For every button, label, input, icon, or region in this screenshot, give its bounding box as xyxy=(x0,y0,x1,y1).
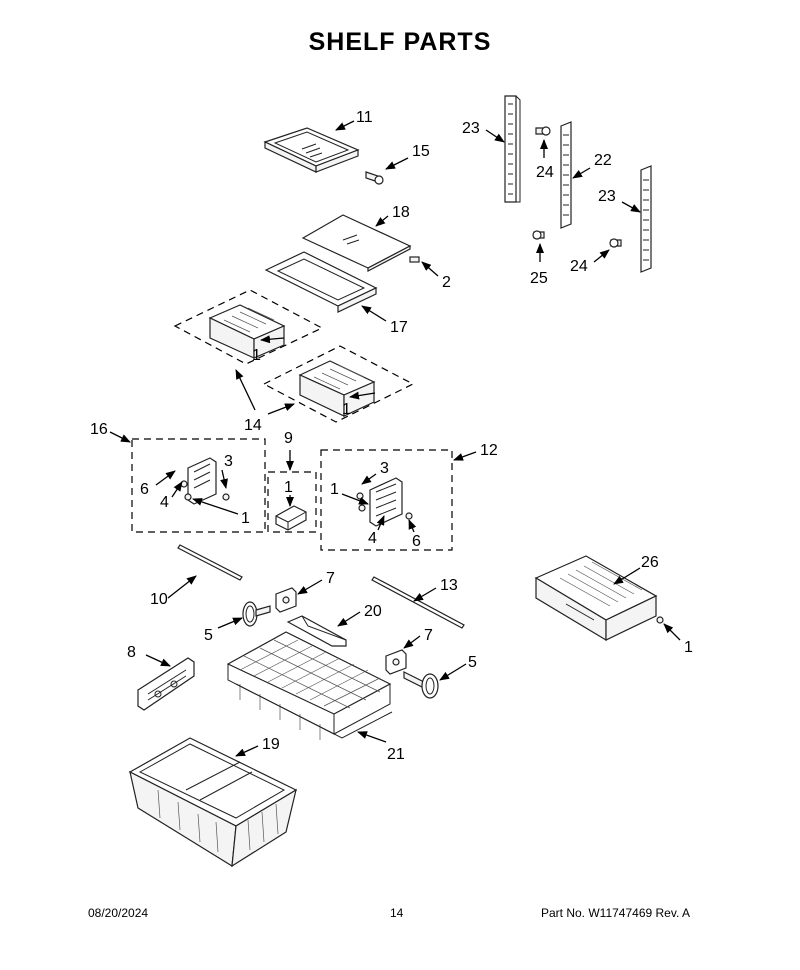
callout-10: 10 xyxy=(150,591,168,608)
callout-25: 25 xyxy=(530,270,548,287)
part-11-shelf-assembly xyxy=(263,127,360,173)
callout-20: 20 xyxy=(364,603,382,620)
part-19-storage-bin xyxy=(128,737,298,868)
callout-9: 9 xyxy=(284,430,293,447)
part-7-bracket-upper xyxy=(275,587,297,613)
callout-11: 11 xyxy=(356,109,373,126)
part-2-end-cap xyxy=(409,256,420,263)
part-5-gear-right xyxy=(403,671,439,699)
group-16-box xyxy=(131,438,266,533)
part-14-bin-left xyxy=(173,289,324,365)
callout-2: 2 xyxy=(442,274,451,291)
callout-22: 22 xyxy=(594,152,612,169)
callout-19: 19 xyxy=(262,736,280,753)
callout-13: 13 xyxy=(440,577,458,594)
callout-23a: 23 xyxy=(462,120,480,137)
callout-18: 18 xyxy=(392,204,410,221)
callout-14: 14 xyxy=(244,417,262,434)
callout-1f: 1 xyxy=(684,639,693,656)
part-17-shelf-frame xyxy=(264,251,378,313)
part-23-rail-right xyxy=(640,165,652,273)
footer-part-number: Part No. W11747469 Rev. A xyxy=(541,906,690,920)
callout-7b: 7 xyxy=(424,627,433,644)
part-23-rail-left xyxy=(504,95,521,203)
callout-1c: 1 xyxy=(241,510,250,527)
callout-3a: 3 xyxy=(224,453,233,470)
part-14-bin-right xyxy=(262,345,415,423)
callout-26: 26 xyxy=(641,554,659,571)
callout-4a: 4 xyxy=(160,494,169,511)
callout-1a: 1 xyxy=(252,347,261,364)
callout-1b: 1 xyxy=(342,401,351,418)
part-5-gear-left xyxy=(242,601,271,627)
callout-6b: 6 xyxy=(412,533,421,550)
part-12-bracket xyxy=(356,477,413,527)
callout-5a: 5 xyxy=(204,627,213,644)
footer-date: 08/20/2024 xyxy=(88,906,149,920)
part-18-glass-panel xyxy=(301,214,412,272)
part-21-wire-basket xyxy=(226,631,393,740)
callout-1d: 1 xyxy=(284,479,293,496)
callout-5b: 5 xyxy=(468,654,477,671)
callout-24a: 24 xyxy=(536,164,554,181)
part-22-rail-middle xyxy=(560,121,572,229)
part-26-drawer xyxy=(534,555,658,642)
part-24-screw-top xyxy=(535,126,551,136)
callout-1e: 1 xyxy=(330,481,339,498)
part-24-screw-bottom xyxy=(609,238,622,248)
callout-3b: 3 xyxy=(380,460,389,477)
callout-21: 21 xyxy=(387,746,405,763)
part-13-rod xyxy=(371,576,465,629)
callout-17: 17 xyxy=(390,319,408,336)
part-10-rod xyxy=(177,544,243,581)
callout-6a: 6 xyxy=(140,481,149,498)
part-7-bracket-lower xyxy=(385,649,407,675)
callout-15: 15 xyxy=(412,143,430,160)
callout-24b: 24 xyxy=(570,258,588,275)
part-8-end-bracket xyxy=(137,657,195,711)
callout-16: 16 xyxy=(90,421,108,438)
footer-page-number: 14 xyxy=(390,906,404,920)
callout-4b: 4 xyxy=(368,530,377,547)
page-title: SHELF PARTS xyxy=(308,28,492,56)
part-20-slide xyxy=(286,615,347,647)
part-15-screw xyxy=(365,171,384,185)
callout-12: 12 xyxy=(480,442,498,459)
callout-8: 8 xyxy=(127,644,136,661)
part-25-screw xyxy=(532,230,545,240)
callout-23b: 23 xyxy=(598,188,616,205)
part-9-shelf-support xyxy=(275,505,307,531)
callout-7a: 7 xyxy=(326,570,335,587)
part-16-bracket xyxy=(180,457,230,505)
part-1-screw-drawer xyxy=(656,616,664,624)
group-12-box xyxy=(320,449,453,551)
group-9-box xyxy=(267,471,317,533)
